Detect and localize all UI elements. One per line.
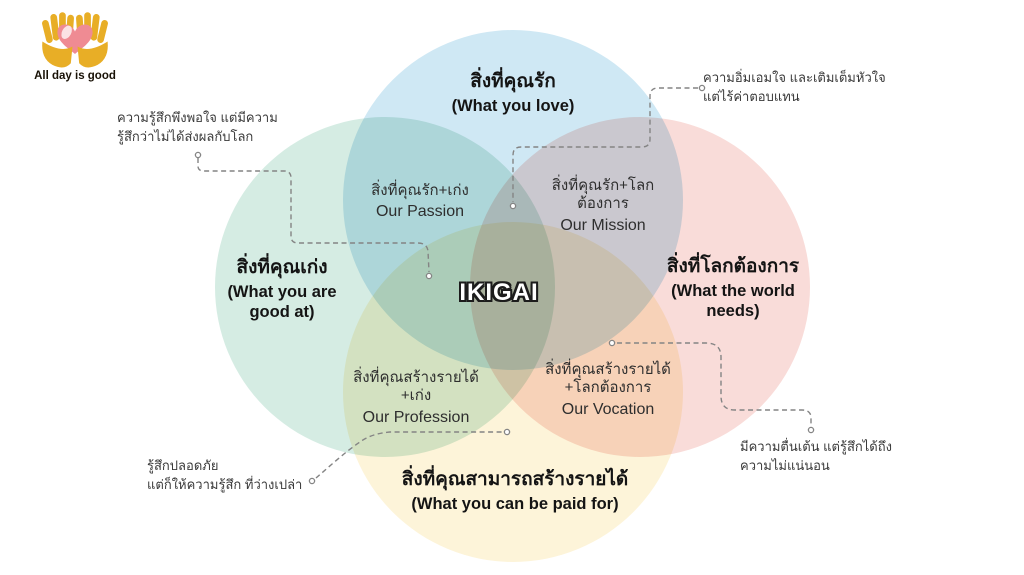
circle-label-love: สิ่งที่คุณรัก (What you love) (398, 70, 628, 116)
circle-label-good-at: สิ่งที่คุณเก่ง (What you are good at) (215, 256, 350, 322)
circle-label-world-needs-en: (What the world needs) (671, 282, 795, 321)
profession-thai-2: +เก่ง (400, 387, 432, 405)
intersection-label-mission: สิ่งที่คุณรัก+โลก ต้องการ Our Mission (523, 177, 683, 235)
circle-label-world-needs: สิ่งที่โลกต้องการ (What the world needs) (663, 255, 803, 321)
annotation-bottom-left: รู้สึกปลอดภัย แต่ก็ให้ความรู้สึก ที่ว่าง… (147, 457, 302, 495)
annotation-bottom-right-line2: ความไม่แน่นอน (740, 457, 830, 473)
annotation-bottom-right: มีความตื่นเต้น แต่รู้สึกได้ถึง ความไม่แน… (740, 438, 892, 476)
annotation-top-left: ความรู้สึกพึงพอใจ แต่มีความ รู้สึกว่าไม่… (117, 109, 278, 147)
annotation-bottom-left-line2: แต่ก็ให้ความรู้สึก ที่ว่างเปล่า (147, 476, 303, 492)
annotation-bottom-left-line1: รู้สึกปลอดภัย (147, 458, 219, 473)
circle-label-paid-for: สิ่งที่คุณสามารถสร้างรายได้ (What you ca… (375, 468, 655, 514)
circle-label-paid-for-en: (What you can be paid for) (411, 495, 619, 514)
annotation-top-right-line1: ความอิ่มเอมใจ และเติมเต็มหัวใจ (703, 70, 886, 85)
vocation-thai-2: +โลกต้องการ (564, 379, 652, 397)
intersection-label-vocation: สิ่งที่คุณสร้างรายได้ +โลกต้องการ Our Vo… (518, 361, 698, 419)
circle-label-good-at-en: (What you are good at) (227, 283, 337, 322)
passion-en: Our Passion (375, 203, 465, 221)
circle-label-paid-for-thai: สิ่งที่คุณสามารถสร้างรายได้ (401, 469, 629, 490)
vocation-thai-1: สิ่งที่คุณสร้างรายได้ (545, 361, 671, 378)
vocation-en: Our Vocation (561, 400, 655, 418)
ikigai-center-label: IKIGAI (459, 279, 539, 306)
hands-holding-heart-icon (42, 12, 108, 68)
profession-en: Our Profession (362, 408, 470, 426)
circle-label-world-needs-thai: สิ่งที่โลกต้องการ (666, 256, 800, 277)
circle-label-love-thai: สิ่งที่คุณรัก (470, 71, 556, 92)
profession-thai-1: สิ่งที่คุณสร้างรายได้ (353, 369, 479, 386)
mission-thai-2: ต้องการ (577, 195, 629, 213)
circle-label-good-at-thai: สิ่งที่คุณเก่ง (236, 257, 328, 278)
annotation-top-right: ความอิ่มเอมใจ และเติมเต็มหัวใจ แต่ไร้ค่า… (703, 69, 886, 107)
logo-caption: All day is good (34, 70, 116, 82)
mission-en: Our Mission (560, 216, 646, 234)
mission-thai-1: สิ่งที่คุณรัก+โลก (551, 177, 655, 194)
annotation-top-left-line1: ความรู้สึกพึงพอใจ แต่มีความ (117, 110, 278, 125)
intersection-label-passion: สิ่งที่คุณรัก+เก่ง Our Passion (335, 182, 505, 222)
annotation-top-right-line2: แต่ไร้ค่าตอบแทน (703, 88, 800, 104)
venn-circle-paid-for (343, 222, 683, 562)
annotation-top-left-line2: รู้สึกว่าไม่ได้ส่งผลกับโลก (117, 128, 254, 144)
logo: All day is good (20, 6, 130, 82)
passion-thai: สิ่งที่คุณรัก+เก่ง (371, 182, 469, 199)
intersection-label-profession: สิ่งที่คุณสร้างรายได้ +เก่ง Our Professi… (326, 369, 506, 427)
circle-label-love-en: (What you love) (451, 97, 575, 116)
annotation-bottom-right-line1: มีความตื่นเต้น แต่รู้สึกได้ถึง (740, 439, 892, 454)
